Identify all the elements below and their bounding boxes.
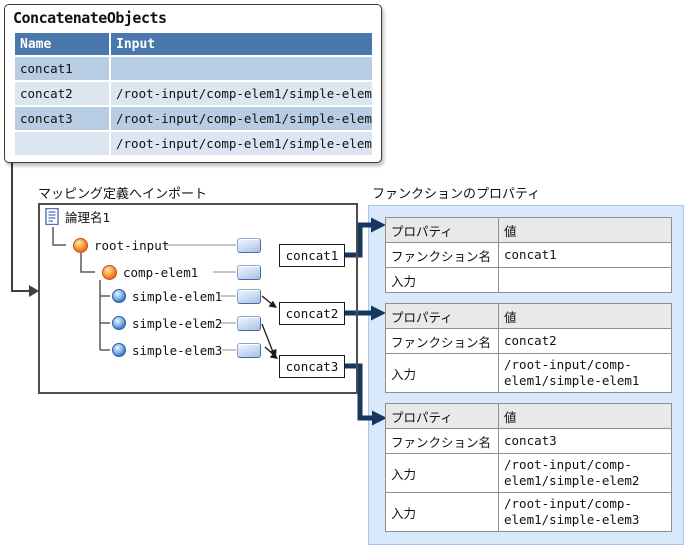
property-row: ファンクション名 concat1 bbox=[385, 242, 672, 268]
tree-node-label: root-input bbox=[94, 237, 170, 253]
property-label: ファンクション名 bbox=[385, 428, 499, 454]
function-properties-label: ファンクションのプロパティ bbox=[372, 187, 541, 202]
header-value: 値 bbox=[498, 303, 672, 329]
tree-branch-lines bbox=[52, 227, 110, 351]
cell-name: concat3 bbox=[15, 107, 111, 132]
arrow-table-to-tree bbox=[11, 162, 39, 297]
table-header-row: Name Input bbox=[15, 33, 372, 57]
cell-input bbox=[111, 57, 372, 82]
simple-node-icon bbox=[112, 289, 126, 303]
property-row: ファンクション名 concat2 bbox=[385, 328, 672, 354]
property-value: /root-input/comp- elem1/simple-elem1 bbox=[498, 353, 672, 393]
property-header-row: プロパティ 値 bbox=[385, 403, 672, 429]
cell-name bbox=[15, 132, 111, 157]
mapping-port-root-input bbox=[237, 238, 261, 253]
connector-concat3-to-properties bbox=[343, 363, 387, 426]
property-header-row: プロパティ 値 bbox=[385, 303, 672, 329]
column-header-input: Input bbox=[111, 33, 372, 57]
property-label: 入力 bbox=[385, 353, 499, 393]
mapping-tree-panel bbox=[38, 203, 358, 394]
concatenate-objects-table: Name Input concat1 concat2 /root-input/c… bbox=[15, 33, 372, 157]
mapping-port-simple-elem1 bbox=[237, 289, 261, 304]
simple-node-icon bbox=[112, 343, 126, 357]
property-row: 入力 bbox=[385, 267, 672, 293]
property-row: ファンクション名 concat3 bbox=[385, 428, 672, 454]
property-label: 入力 bbox=[385, 267, 499, 293]
simple-node-icon bbox=[112, 316, 126, 330]
property-value: concat3 bbox=[498, 428, 672, 454]
cell-name: concat1 bbox=[15, 57, 111, 82]
property-label: ファンクション名 bbox=[385, 242, 499, 268]
mapping-pane-label: マッピング定義へインポート bbox=[38, 187, 208, 202]
cell-input: /root-input/comp-elem1/simple-elem3 bbox=[111, 132, 372, 157]
property-table-concat3: プロパティ 値 ファンクション名 concat3 入力 /root-input/… bbox=[385, 403, 672, 532]
header-property: プロパティ bbox=[385, 303, 499, 329]
mapping-port-comp-elem1 bbox=[237, 265, 261, 280]
function-box-concat2: concat2 bbox=[279, 302, 345, 325]
property-value: concat1 bbox=[498, 242, 672, 268]
header-property: プロパティ bbox=[385, 217, 499, 243]
mapping-port-simple-elem2 bbox=[237, 316, 261, 331]
tree-node-root-input: root-input bbox=[73, 237, 169, 253]
table-row: concat2 /root-input/comp-elem1/simple-el… bbox=[15, 82, 372, 107]
function-box-concat3: concat3 bbox=[279, 355, 345, 378]
property-table-concat1: プロパティ 値 ファンクション名 concat1 入力 bbox=[385, 217, 672, 293]
table-row: concat1 bbox=[15, 57, 372, 82]
cell-input: /root-input/comp-elem1/simple-elem2 bbox=[111, 107, 372, 132]
tree-node-label: 論理名1 bbox=[65, 209, 111, 225]
cell-input: /root-input/comp-elem1/simple-elem1 bbox=[111, 82, 372, 107]
cell-name: concat2 bbox=[15, 82, 111, 107]
tree-node-label: comp-elem1 bbox=[123, 264, 199, 280]
table-row: concat3 /root-input/comp-elem1/simple-el… bbox=[15, 107, 372, 132]
tree-node-label: simple-elem1 bbox=[132, 288, 223, 304]
property-value bbox=[498, 267, 672, 293]
tree-node-label: simple-elem3 bbox=[132, 342, 223, 358]
port-leader-lines bbox=[165, 244, 236, 351]
arrow-simple-elem3-to-concat3 bbox=[264, 346, 278, 359]
header-value: 値 bbox=[498, 403, 672, 429]
property-label: 入力 bbox=[385, 492, 499, 532]
concatenate-objects-panel: ConcatenateObjects Name Input concat1 co… bbox=[4, 4, 382, 163]
arrow-simple-elem1-to-concat2 bbox=[261, 295, 277, 308]
tree-node-simple-elem1: simple-elem1 bbox=[112, 288, 222, 304]
complex-node-icon bbox=[102, 264, 117, 280]
tree-node-logical-name: 論理名1 bbox=[45, 207, 111, 225]
mapping-port-simple-elem3 bbox=[237, 343, 261, 358]
connector-concat1-to-properties bbox=[343, 217, 386, 258]
property-row: 入力 /root-input/comp- elem1/simple-elem1 bbox=[385, 353, 672, 393]
column-header-name: Name bbox=[15, 33, 111, 57]
tree-node-label: simple-elem2 bbox=[132, 315, 223, 331]
function-box-concat1: concat1 bbox=[279, 244, 345, 267]
property-header-row: プロパティ 値 bbox=[385, 217, 672, 243]
header-property: プロパティ bbox=[385, 403, 499, 429]
complex-node-icon bbox=[73, 237, 88, 253]
document-icon bbox=[45, 207, 59, 225]
property-value: concat2 bbox=[498, 328, 672, 354]
tree-node-comp-elem1: comp-elem1 bbox=[102, 264, 198, 280]
table-row: /root-input/comp-elem1/simple-elem3 bbox=[15, 132, 372, 157]
property-row: 入力 /root-input/comp- elem1/simple-elem3 bbox=[385, 492, 672, 532]
property-label: ファンクション名 bbox=[385, 328, 499, 354]
property-row: 入力 /root-input/comp- elem1/simple-elem2 bbox=[385, 453, 672, 493]
tree-node-simple-elem2: simple-elem2 bbox=[112, 315, 222, 331]
header-value: 値 bbox=[498, 217, 672, 243]
property-value: /root-input/comp- elem1/simple-elem2 bbox=[498, 453, 672, 493]
property-value: /root-input/comp- elem1/simple-elem3 bbox=[498, 492, 672, 532]
property-table-concat2: プロパティ 値 ファンクション名 concat2 入力 /root-input/… bbox=[385, 303, 672, 393]
tree-node-simple-elem3: simple-elem3 bbox=[112, 342, 222, 358]
concatenate-objects-title: ConcatenateObjects bbox=[13, 9, 167, 27]
property-label: 入力 bbox=[385, 453, 499, 493]
